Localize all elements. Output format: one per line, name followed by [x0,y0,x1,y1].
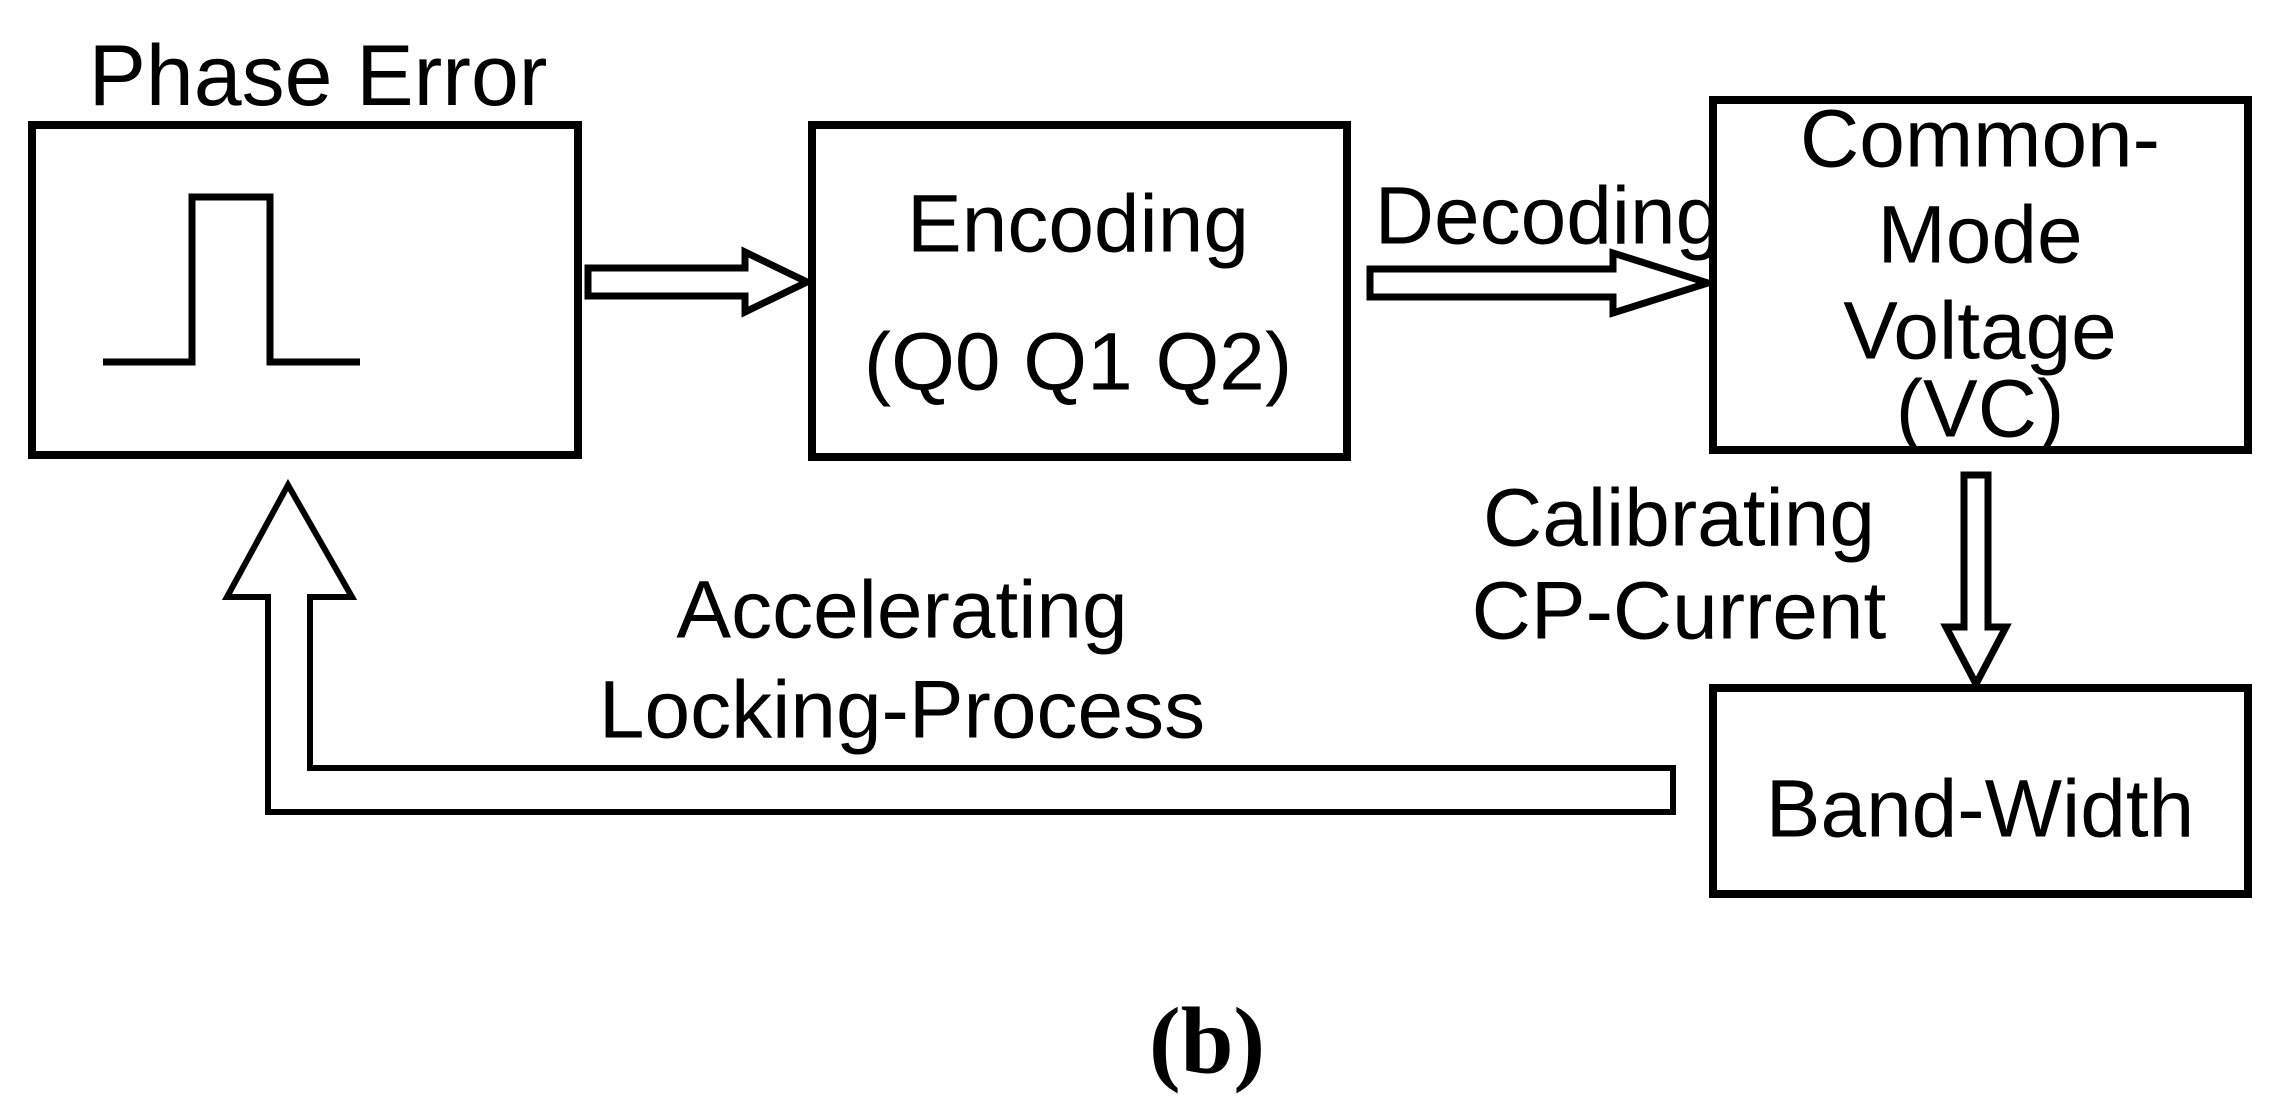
band-width-box [1709,684,2252,898]
encoding-label-line2: (Q0 Q1 Q2) [864,317,1292,408]
common-mode-voltage-box [1709,96,2252,454]
calibrating-label-line2: CP-Current [1472,566,1887,657]
arrow-encoding-to-common-mode-icon [1366,248,1720,318]
accelerating-label-line2: Locking-Process [599,665,1205,756]
encoding-box [808,121,1351,461]
band-width-label: Band-Width [1766,764,2194,855]
feedback-path-band-width-to-phase-error-icon [221,478,1676,815]
arrow-common-mode-to-band-width-icon [1940,471,2012,692]
accelerating-label-line1: Accelerating [676,565,1127,656]
phase-error-title: Phase Error [89,28,548,124]
phase-error-box [28,121,582,459]
common-mode-label-line1: Common- [1800,94,2160,185]
phase-error-pulse-icon [103,193,360,366]
common-mode-label-line2: Mode [1877,190,2082,281]
arrow-phase-to-encoding-icon [584,246,816,318]
common-mode-label-line4: (VC) [1896,364,2065,455]
common-mode-label-line3: Voltage [1843,286,2117,377]
calibrating-label-line1: Calibrating [1483,473,1875,564]
encoding-label-line1: Encoding [907,179,1249,270]
figure-caption: (b) [1149,988,1265,1094]
decoding-label: Decoding [1375,171,1721,262]
